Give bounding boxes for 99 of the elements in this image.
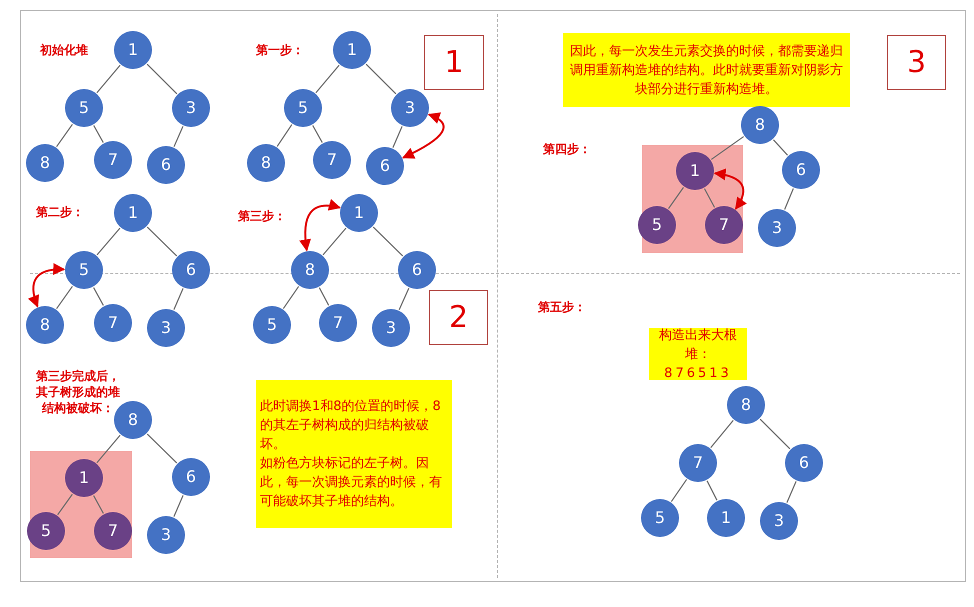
tree-edge: [96, 434, 121, 464]
tree-edge: [784, 188, 794, 210]
note-text: 因此，每一次发生元素交换的时候，都需要递归调用重新构造堆的结构。此时就要重新对阴影方块部分进行重新构造堆。: [569, 42, 844, 98]
swap-arrow: [714, 168, 747, 210]
note-box: [649, 328, 747, 380]
tree-node: 5: [27, 512, 65, 550]
tree-node: 1: [114, 194, 152, 232]
tree-node: 5: [638, 206, 676, 244]
tree-edge: [96, 228, 120, 256]
tree-edge: [173, 126, 184, 147]
tree-edge: [56, 286, 73, 310]
note-text: 876513: [664, 364, 732, 382]
tree-edge: [366, 64, 396, 94]
tree-node: 5: [641, 499, 679, 537]
tree-node: 6: [172, 251, 210, 289]
tree-edge: [173, 288, 184, 310]
swap-arrow: [402, 113, 444, 159]
tree-edge: [392, 126, 403, 148]
tree-edge: [56, 124, 73, 148]
tree-node: 6: [172, 458, 210, 496]
tree-edge: [318, 287, 330, 306]
step-label: 第一步：: [256, 42, 304, 58]
tree-node: 8: [247, 144, 285, 182]
tree-edge: [372, 226, 404, 256]
tree-node: 5: [65, 89, 103, 127]
tree-node: 6: [782, 151, 820, 189]
tree-edge: [668, 187, 684, 209]
tree-edge: [57, 494, 73, 516]
tree-edge: [322, 228, 346, 256]
tree-node: 5: [65, 251, 103, 289]
step-label: 第二步：: [36, 204, 84, 220]
tree-edge: [146, 434, 178, 464]
step-label: 第五步：: [538, 299, 586, 315]
tree-edge: [786, 481, 797, 503]
tree-edge: [93, 125, 104, 143]
tree-edge: [710, 420, 734, 448]
step-number-box: 1: [424, 35, 484, 90]
note-box: [563, 33, 850, 107]
step-label: 初始化堆: [40, 42, 88, 58]
tree-node: 3: [147, 309, 185, 347]
tree-edge: [96, 64, 121, 94]
note-text: 此时调换1和8的位置的时候，8的其左子树构成的归结构被破坏。: [260, 398, 442, 454]
tree-node: 3: [758, 209, 796, 247]
tree-edge: [276, 124, 292, 147]
tree-node: 7: [94, 304, 132, 342]
tree-edge: [93, 495, 104, 514]
tree-node: 3: [391, 89, 429, 127]
tree-node: 6: [398, 251, 436, 289]
tree-node: 1: [114, 31, 152, 69]
tree-node: 3: [372, 309, 410, 347]
tree-node: 8: [741, 106, 779, 144]
tree-node: 7: [319, 304, 357, 342]
tree-node: 3: [147, 516, 185, 554]
tree-node: 7: [313, 141, 351, 179]
tree-edge: [398, 288, 410, 310]
tree-edge: [312, 125, 323, 143]
tree-node: 7: [679, 444, 717, 482]
step-label: 第四步：: [543, 141, 591, 157]
tree-node: 3: [172, 89, 210, 127]
tree-node: 6: [147, 146, 185, 184]
tree-node: 7: [94, 512, 132, 550]
tree-node: 1: [333, 31, 371, 69]
tree-node: 1: [340, 194, 378, 232]
note-text: 如粉色方块标记的左子树。因此，每一次调换元素的时候，有可能破坏其子堆的结构。: [260, 455, 443, 511]
note-text: 构造出来大根堆：: [658, 326, 738, 364]
tree-edge: [670, 479, 688, 502]
step-label: 第三步：: [238, 208, 286, 224]
tree-edge: [282, 286, 300, 309]
tree-edge: [704, 188, 716, 208]
tree-node: 8: [114, 401, 152, 439]
tree-edge: [315, 64, 340, 94]
tree-node: 6: [785, 444, 823, 482]
step-number-box: 2: [429, 290, 488, 345]
step-number-box: 3: [887, 35, 946, 90]
swap-arrow: [28, 263, 66, 308]
tree-node: 1: [65, 459, 103, 497]
tree-node: 1: [676, 152, 714, 190]
tree-node: 1: [707, 499, 745, 537]
tree-node: 6: [366, 147, 404, 185]
tree-edge: [706, 480, 718, 500]
tree-edge: [93, 287, 104, 306]
tree-edge: [146, 226, 178, 256]
tree-edge: [773, 139, 788, 156]
tree-edge: [146, 64, 178, 94]
tree-node: 5: [253, 306, 291, 344]
tree-edge: [173, 495, 184, 517]
tree-node: 8: [26, 144, 64, 182]
swap-arrow: [299, 199, 341, 252]
highlight-box: [30, 451, 132, 558]
tree-node: 7: [705, 206, 743, 244]
tree-edge: [710, 136, 744, 160]
tree-node: 8: [727, 386, 765, 424]
tree-node: 8: [291, 251, 329, 289]
tree-node: 3: [760, 502, 798, 540]
tree-node: 7: [94, 141, 132, 179]
tree-node: 8: [26, 306, 64, 344]
tree-node: 5: [284, 89, 322, 127]
tree-edge: [760, 418, 790, 450]
note-box: [256, 380, 452, 528]
